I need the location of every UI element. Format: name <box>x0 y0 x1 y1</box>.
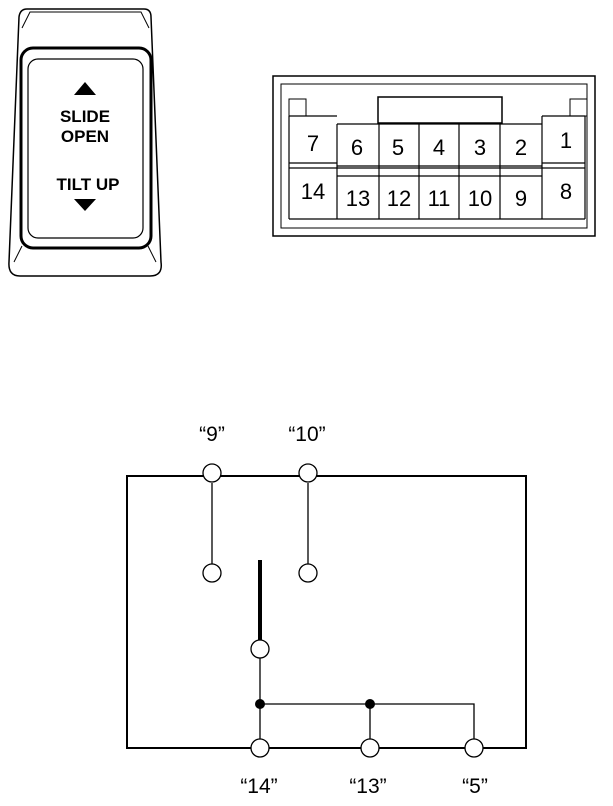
connector-locking-tab <box>377 96 503 124</box>
arrow-up-icon <box>74 82 96 95</box>
switch-button-outer <box>19 46 153 250</box>
pin-label: 4 <box>433 135 445 160</box>
switch-bezel-shading <box>13 11 157 263</box>
connector-key-right <box>569 98 588 117</box>
connector-face: 7 6 5 4 3 2 1 14 13 12 11 10 9 8 <box>272 75 596 237</box>
connector-housing-inner <box>280 83 588 229</box>
terminal-13 <box>360 738 380 758</box>
switch-label-open: OPEN <box>61 127 109 146</box>
switch-illustration: SLIDE OPEN TILT UP <box>8 8 163 277</box>
switch-label-tilt-up: TILT UP <box>57 175 120 194</box>
switch-bezel-outer <box>8 8 163 277</box>
pin-label: 1 <box>560 128 572 153</box>
connector-housing-outer <box>272 75 596 237</box>
switch-label-slide: SLIDE <box>60 107 110 126</box>
terminal-5 <box>464 738 484 758</box>
schematic-wires <box>211 483 475 739</box>
contact-10 <box>298 563 318 583</box>
terminal-label-9: “9” <box>199 423 225 446</box>
terminal-label-14: “14” <box>240 775 277 798</box>
junction-dot <box>255 699 265 709</box>
pin-label: 10 <box>468 186 492 211</box>
pin-label: 14 <box>301 179 325 204</box>
schematic-frame <box>126 475 527 749</box>
pin-label: 8 <box>560 179 572 204</box>
switch-button-inner <box>27 58 144 239</box>
terminal-label-10: “10” <box>288 423 325 446</box>
connector-key-left <box>288 98 307 117</box>
pin-label: 5 <box>392 135 404 160</box>
terminal-label-13: “13” <box>349 775 386 798</box>
contact-pivot <box>250 639 270 659</box>
terminal-10 <box>298 463 318 483</box>
pin-label: 12 <box>387 186 411 211</box>
pin-label: 6 <box>351 135 363 160</box>
connector-cavities <box>288 115 586 220</box>
terminal-9 <box>202 463 222 483</box>
arrow-down-icon <box>74 199 96 211</box>
pin-label: 3 <box>474 135 486 160</box>
connector-cavity-grid <box>288 115 586 220</box>
pin-label: 7 <box>307 131 319 156</box>
pin-label: 9 <box>515 186 527 211</box>
schematic: “9” “10” “14” “13” “5” <box>126 423 527 798</box>
pin-label: 2 <box>515 135 527 160</box>
pin-label: 11 <box>428 186 451 211</box>
terminal-14 <box>250 738 270 758</box>
junction-dot <box>365 699 375 709</box>
contact-9 <box>202 563 222 583</box>
pin-label: 13 <box>346 186 370 211</box>
terminal-label-5: “5” <box>462 775 488 798</box>
